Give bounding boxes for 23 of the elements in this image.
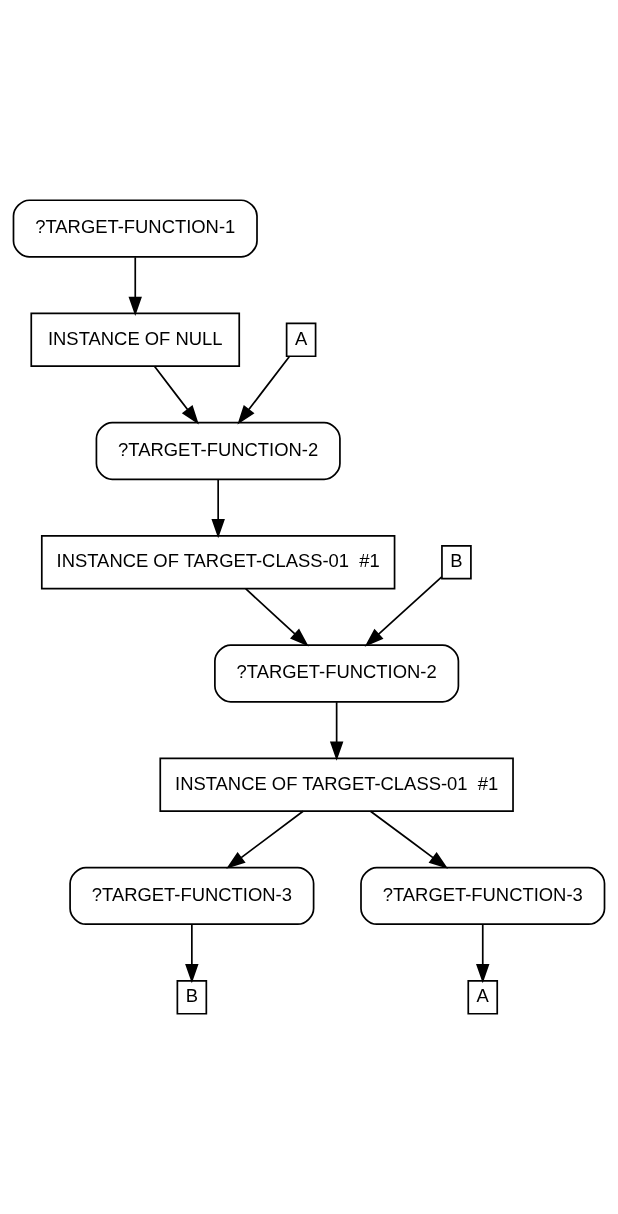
arrow — [153, 365, 199, 425]
node-box: ?TARGET-FUNCTION-1 — [12, 199, 258, 258]
node-box: ?TARGET-FUNCTION-3 — [69, 866, 315, 926]
arrow — [364, 576, 443, 647]
arrow — [211, 478, 225, 539]
node-box: A — [285, 322, 317, 358]
arrow — [369, 810, 449, 869]
node-box: B — [176, 979, 208, 1015]
arrow — [329, 701, 344, 761]
node-box: B — [441, 544, 472, 580]
arrow — [226, 810, 304, 869]
node-box: ?TARGET-FUNCTION-2 — [214, 644, 460, 703]
arrow — [244, 587, 309, 647]
arrow — [476, 923, 490, 984]
node-box: INSTANCE OF TARGET-CLASS-01 #1 — [159, 757, 514, 812]
arrow — [185, 923, 199, 984]
node-box: INSTANCE OF TARGET-CLASS-01 #1 — [40, 535, 396, 590]
node-box: INSTANCE OF NULL — [30, 312, 241, 367]
arrow — [237, 355, 291, 425]
node-box: ?TARGET-FUNCTION-2 — [95, 421, 341, 481]
node-box: ?TARGET-FUNCTION-3 — [360, 866, 606, 926]
node-box: A — [467, 979, 499, 1015]
arrow — [128, 256, 142, 316]
